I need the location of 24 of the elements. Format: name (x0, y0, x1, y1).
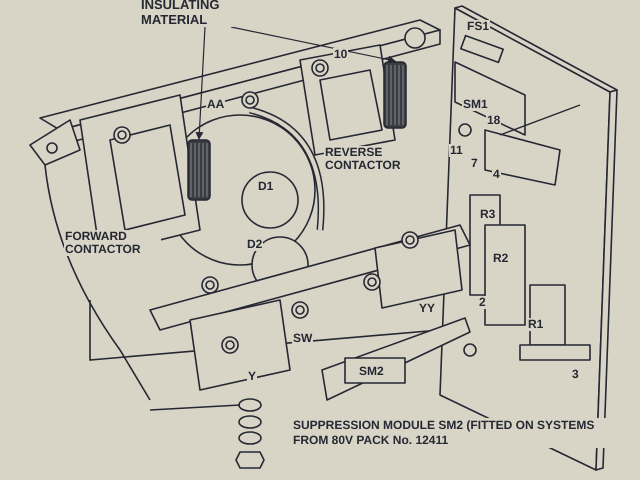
callout-number: 10 (333, 48, 348, 61)
part-label: YY (418, 302, 436, 315)
part-label: FORWARD CONTACTOR (64, 230, 161, 256)
callout-number: 18 (486, 114, 502, 127)
part-label: R2 (492, 252, 510, 265)
callout-number: 4 (492, 168, 501, 181)
callout-number: 11 (449, 144, 464, 157)
part-label: D2 (246, 238, 264, 251)
part-label: SW (292, 332, 314, 345)
part-label: R1 (527, 318, 544, 331)
insulating-strip (187, 139, 211, 201)
insulating-strip (383, 61, 407, 129)
part-label: FS1 (466, 20, 490, 33)
callout-number: 2 (478, 296, 487, 309)
part-label: D1 (257, 180, 274, 193)
callout-number: 7 (470, 157, 479, 170)
callout-number: 3 (571, 368, 580, 381)
leader-line (230, 26, 396, 64)
part-label: R3 (479, 208, 496, 221)
part-label: AA (206, 98, 226, 111)
leader-line (195, 26, 206, 140)
part-label: SM2 (358, 365, 385, 378)
part-label: SM1 (462, 98, 489, 111)
part-label: Y (247, 370, 258, 383)
